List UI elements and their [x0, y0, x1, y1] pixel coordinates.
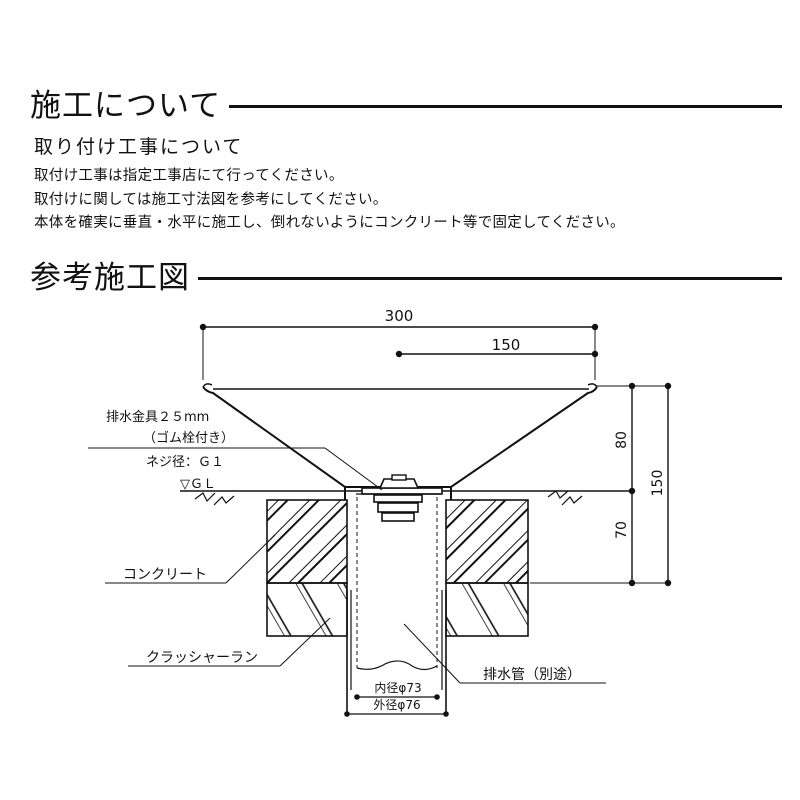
instruction-line: 取付け工事は指定工事店にて行ってください。	[34, 168, 344, 184]
rubber-stopper-label: （ゴム栓付き）	[143, 430, 234, 446]
inner-diameter-label: 内径φ73	[374, 681, 421, 695]
section-heading-reference-drawing: 参考施工図	[30, 258, 782, 298]
heading-rule	[198, 276, 782, 280]
instruction-line: 取付けに関しては施工寸法図を参考にしてください。	[34, 191, 388, 208]
section-heading-construction: 施工について	[30, 86, 782, 126]
section-title: 参考施工図	[30, 260, 190, 296]
crusher-run-layer	[266, 582, 529, 637]
drain-pipe-label: 排水管（別途）	[483, 666, 581, 683]
callouts: 排水金具２５mm （ゴム栓付き） ネジ径：Ｇ１ ▽ＧＬ コンクリート クラッシャ…	[88, 409, 606, 684]
heading-rule	[229, 104, 782, 108]
instruction-line: 本体を確実に垂直・水平に施工し、倒れないようにコンクリート等で固定してください。	[34, 215, 625, 231]
dimension-label: 70	[614, 521, 630, 539]
dimension-label: 80	[614, 431, 630, 449]
thread-label: ネジ径：Ｇ１	[146, 455, 224, 470]
concrete-label: コンクリート	[123, 567, 207, 583]
dimension-label: 150	[650, 470, 666, 497]
dimension-width-half: 150	[395, 336, 599, 358]
outer-diameter-label: 外径φ76	[373, 698, 420, 712]
instruction-text: 取付け工事は指定工事店にて行ってください。 取付けに関しては施工寸法図を参考にし…	[34, 165, 625, 236]
drain-pipe	[346, 497, 447, 715]
drain-fitting-label: 排水金具２５mm	[106, 409, 209, 425]
dimension-diameters: 内径φ73 外径φ76	[344, 681, 449, 717]
subsection-title: 取り付け工事について	[34, 136, 244, 158]
section-title: 施工について	[30, 88, 222, 124]
crusher-run-label: クラッシャーラン	[146, 650, 258, 666]
dimension-heights: 80 70 150	[530, 382, 672, 587]
dimension-label: 150	[492, 336, 521, 354]
dimension-width-total: 300	[199, 307, 599, 380]
dimension-label: 300	[385, 307, 414, 325]
ground-level-label: ▽ＧＬ	[180, 477, 216, 492]
drain-fitting	[356, 474, 443, 522]
